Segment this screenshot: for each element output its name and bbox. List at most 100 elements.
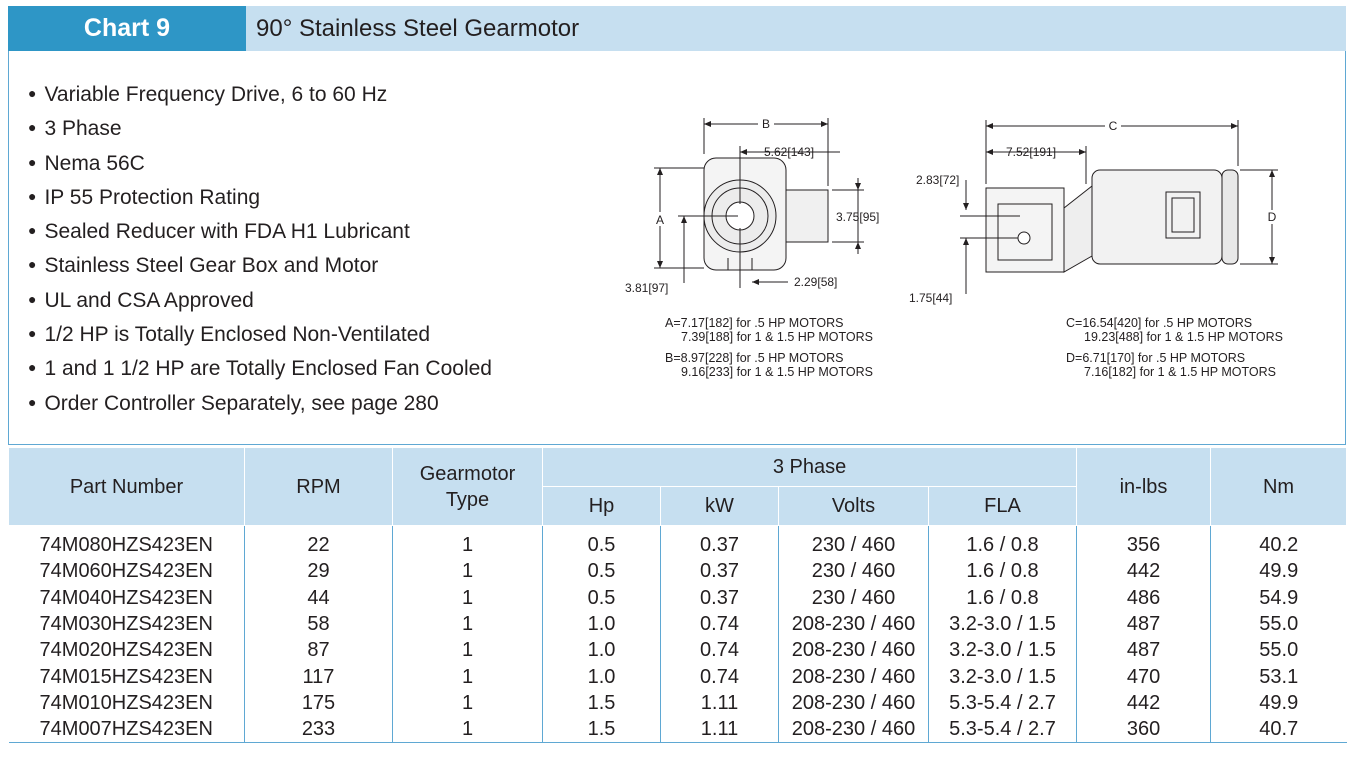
feature-item: Sealed Reducer with FDA H1 Lubricant bbox=[28, 217, 492, 251]
cell-rpm: 22 bbox=[244, 525, 393, 559]
cell-volts: 208-230 / 460 bbox=[778, 637, 929, 664]
dim-label-a: A bbox=[656, 213, 664, 227]
cell-nm: 40.2 bbox=[1210, 525, 1347, 559]
cell-volts: 208-230 / 460 bbox=[778, 716, 929, 744]
cell-type: 1 bbox=[392, 716, 543, 744]
cell-fla: 1.6 / 0.8 bbox=[927, 584, 1077, 611]
side-note: 19.23[488] for 1 & 1.5 HP MOTORS bbox=[1084, 330, 1283, 344]
header-in-lbs: in-lbs bbox=[1076, 447, 1212, 526]
cell-hp: 1.5 bbox=[542, 689, 661, 717]
front-view-drawing bbox=[654, 118, 864, 288]
cell-inlbs: 356 bbox=[1076, 525, 1211, 559]
front-note: B=8.97[228] for .5 HP MOTORS bbox=[665, 351, 843, 365]
header-3-phase: 3 Phase bbox=[541, 447, 1078, 487]
chart-title: 90° Stainless Steel Gearmotor bbox=[246, 6, 1346, 51]
feature-item: UL and CSA Approved bbox=[28, 286, 492, 320]
cell-hp: 0.5 bbox=[542, 584, 661, 611]
cell-hp: 1.0 bbox=[542, 637, 661, 664]
dim-front-top: 5.62[143] bbox=[764, 145, 814, 159]
cell-part: 74M007HZS423EN bbox=[8, 716, 245, 744]
cell-inlbs: 470 bbox=[1076, 663, 1211, 690]
cell-nm: 54.9 bbox=[1210, 584, 1347, 611]
cell-rpm: 175 bbox=[244, 689, 393, 717]
cell-kw: 1.11 bbox=[660, 689, 779, 717]
cell-fla: 3.2-3.0 / 1.5 bbox=[927, 610, 1077, 638]
chart-number: Chart 9 bbox=[8, 6, 246, 51]
cell-inlbs: 442 bbox=[1076, 558, 1211, 585]
header-kw: kW bbox=[660, 486, 779, 526]
cell-rpm: 117 bbox=[244, 663, 393, 690]
header-fla: FLA bbox=[927, 486, 1078, 526]
header-type-line2: Type bbox=[445, 488, 490, 511]
cell-hp: 0.5 bbox=[542, 558, 661, 585]
cell-inlbs: 360 bbox=[1076, 716, 1211, 744]
side-view-drawing bbox=[960, 120, 1278, 294]
side-note: D=6.71[170] for .5 HP MOTORS bbox=[1066, 351, 1245, 365]
cell-kw: 0.74 bbox=[660, 610, 779, 638]
cell-kw: 0.74 bbox=[660, 663, 779, 690]
feature-item: Order Controller Separately, see page 28… bbox=[28, 389, 492, 423]
front-note: 9.16[233] for 1 & 1.5 HP MOTORS bbox=[681, 365, 873, 379]
cell-inlbs: 487 bbox=[1076, 637, 1211, 664]
cell-volts: 230 / 460 bbox=[778, 558, 929, 585]
side-note: C=16.54[420] for .5 HP MOTORS bbox=[1066, 316, 1252, 330]
cell-hp: 1.0 bbox=[542, 610, 661, 638]
dimension-drawing: B 5.62[143] A 3.75[95] 3.81[97] 2.29[58]… bbox=[625, 117, 1283, 379]
cell-rpm: 44 bbox=[244, 584, 393, 611]
cell-type: 1 bbox=[392, 637, 543, 664]
feature-item: 1 and 1 1/2 HP are Totally Enclosed Fan … bbox=[28, 354, 492, 388]
cell-hp: 1.0 bbox=[542, 663, 661, 690]
front-note: A=7.17[182] for .5 HP MOTORS bbox=[665, 316, 843, 330]
cell-nm: 53.1 bbox=[1210, 663, 1347, 690]
cell-part: 74M015HZS423EN bbox=[39, 665, 213, 688]
dim-label-c: C bbox=[1109, 119, 1118, 133]
feature-item: 3 Phase bbox=[28, 114, 492, 148]
cell-volts: 230 / 460 bbox=[778, 584, 929, 611]
cell-inlbs: 442 bbox=[1076, 689, 1211, 717]
cell-type: 1 bbox=[392, 663, 543, 690]
header-volts: Volts bbox=[778, 486, 929, 526]
cell-rpm: 233 bbox=[244, 716, 393, 744]
cell-fla: 5.3-5.4 / 2.7 bbox=[927, 689, 1077, 717]
dim-side-left-bottom: 1.75[44] bbox=[909, 291, 952, 305]
cell-kw: 0.74 bbox=[660, 637, 779, 664]
dim-label-d: D bbox=[1268, 210, 1277, 224]
dim-front-bottom-left: 3.81[97] bbox=[625, 281, 668, 295]
header-part-number: Part Number bbox=[8, 447, 245, 526]
cell-fla: 5.3-5.4 / 2.7 bbox=[927, 716, 1077, 744]
cell-volts: 208-230 / 460 bbox=[778, 689, 929, 717]
cell-type: 1 bbox=[392, 525, 543, 559]
cell-part: 74M030HZS423EN bbox=[39, 613, 213, 636]
feature-item: Stainless Steel Gear Box and Motor bbox=[28, 251, 492, 285]
front-note: 7.39[188] for 1 & 1.5 HP MOTORS bbox=[681, 330, 873, 344]
feature-item: Variable Frequency Drive, 6 to 60 Hz bbox=[28, 80, 492, 114]
cell-inlbs: 487 bbox=[1076, 610, 1211, 638]
cell-kw: 0.37 bbox=[660, 584, 779, 611]
feature-list: Variable Frequency Drive, 6 to 60 Hz 3 P… bbox=[28, 80, 492, 423]
cell-hp: 0.5 bbox=[542, 525, 661, 559]
cell-fla: 3.2-3.0 / 1.5 bbox=[927, 637, 1077, 664]
cell-nm: 49.9 bbox=[1210, 558, 1347, 585]
cell-nm: 40.7 bbox=[1210, 716, 1347, 744]
dim-side-top: 7.52[191] bbox=[1006, 145, 1056, 159]
header-type-line1: Gearmotor bbox=[419, 462, 516, 485]
cell-type: 1 bbox=[392, 558, 543, 585]
cell-rpm: 58 bbox=[244, 610, 393, 638]
cell-fla: 1.6 / 0.8 bbox=[927, 558, 1077, 585]
cell-part: 74M010HZS423EN bbox=[39, 691, 213, 714]
cell-volts: 230 / 460 bbox=[778, 525, 929, 559]
cell-inlbs: 486 bbox=[1076, 584, 1211, 611]
cell-nm: 49.9 bbox=[1210, 689, 1347, 717]
cell-kw: 1.11 bbox=[660, 716, 779, 744]
cell-hp: 1.5 bbox=[542, 716, 661, 744]
cell-volts: 208-230 / 460 bbox=[778, 663, 929, 690]
feature-item: IP 55 Protection Rating bbox=[28, 183, 492, 217]
cell-fla: 3.2-3.0 / 1.5 bbox=[927, 663, 1077, 690]
cell-nm: 55.0 bbox=[1210, 610, 1347, 638]
